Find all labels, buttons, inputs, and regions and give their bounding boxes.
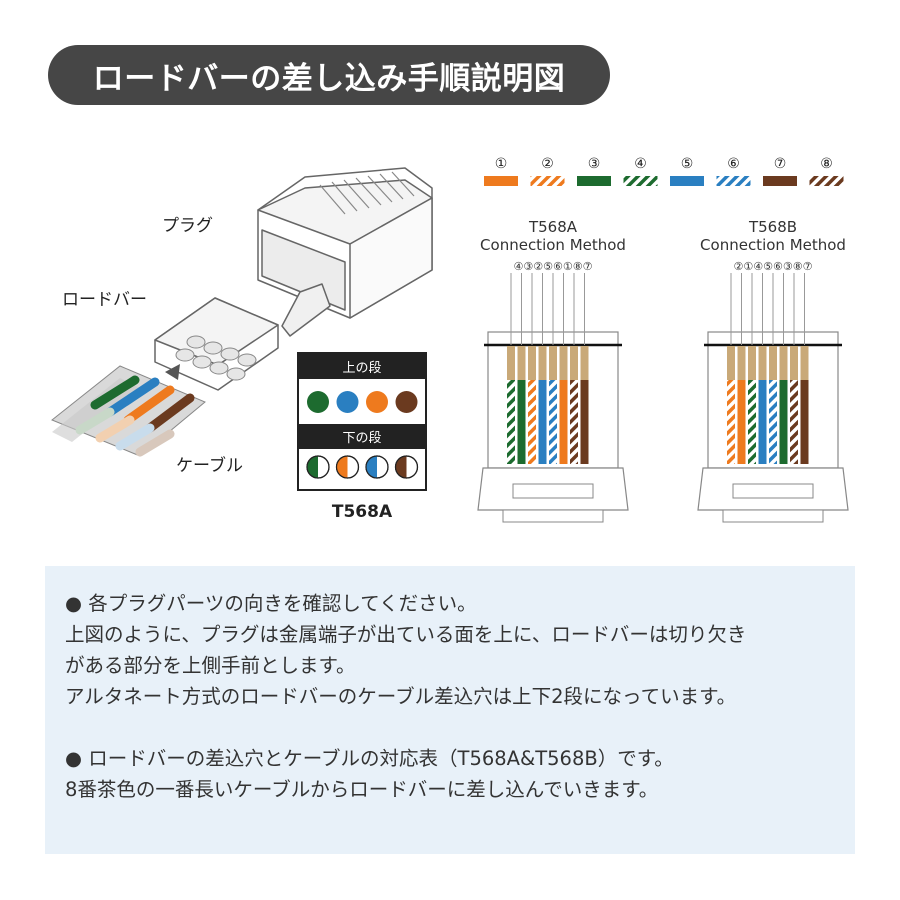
note-line-5: ● ロードバーの差込穴とケーブルの対応表（T568A&T568B）です。 xyxy=(65,747,674,770)
pin-contact xyxy=(800,346,809,380)
legend-swatch xyxy=(530,176,565,186)
legend-swatch xyxy=(623,176,658,186)
pin-contact xyxy=(580,346,589,380)
note-line-3: がある部分を上側手前とします。 xyxy=(65,654,356,677)
wire-strand xyxy=(570,380,578,464)
pin-contact xyxy=(790,346,798,380)
plug-illustration xyxy=(257,167,433,337)
note-line-6: 8番茶色の一番長いケーブルからロードバーに差し込んでいきます。 xyxy=(65,778,659,801)
legend-number: ⑤ xyxy=(681,156,694,172)
wire-strand xyxy=(800,380,809,464)
legend-number: ④ xyxy=(634,156,647,172)
upper-row-label: 上の段 xyxy=(342,361,381,376)
wire-color-legend: ① ② ③ ④ ⑤ ⑥ ⑦ ⑧ xyxy=(484,156,844,186)
wire-strand xyxy=(769,380,777,464)
title-banner: ロードバーの差し込み手順説明図 xyxy=(48,45,610,105)
pin-order-label: ④③②⑤⑥①⑧⑦ xyxy=(514,260,593,273)
page-title: ロードバーの差し込み手順説明図 xyxy=(92,60,566,97)
wire-strand xyxy=(758,380,767,464)
legend-number: ① xyxy=(495,156,508,172)
hole-dot xyxy=(366,391,388,413)
hole-dot xyxy=(395,391,418,413)
wire-strand xyxy=(580,380,589,464)
wire-strand xyxy=(517,380,526,464)
wire-strand xyxy=(538,380,547,464)
pin-order-label: ②①④⑤⑥③⑧⑦ xyxy=(734,260,813,273)
legend-number: ⑦ xyxy=(774,156,787,172)
legend-number: ⑧ xyxy=(820,156,833,172)
wire-strand xyxy=(779,380,788,464)
pin-contact xyxy=(737,346,746,380)
hole-dot xyxy=(336,391,359,413)
pin-contact xyxy=(748,346,756,380)
wire-strand xyxy=(727,380,735,464)
pin-contact xyxy=(507,346,515,380)
connector-subtitle: Connection Method xyxy=(480,236,626,254)
legend-swatch xyxy=(484,176,518,186)
note-line-4: アルタネート方式のロードバーのケーブル差込穴は上下2段になっています。 xyxy=(65,685,737,708)
legend-number: ⑥ xyxy=(727,156,740,172)
assembly-diagram: プラグ ロードバー ケーブル 上の段 下の段 T568A ① ② ③ ④ ⑤ ⑥ ⑦ ⑧ T5… xyxy=(51,156,849,523)
pin-contact xyxy=(570,346,578,380)
pin-contact xyxy=(538,346,547,380)
hole-dot xyxy=(307,391,329,413)
connector-title: T568A xyxy=(528,218,578,236)
legend-swatch xyxy=(577,176,611,186)
load-bar-label: ロードバー xyxy=(62,290,147,310)
plug-label: プラグ xyxy=(162,216,213,236)
connector-title: T568B xyxy=(748,218,797,236)
pin-contact xyxy=(559,346,568,380)
load-bar-illustration xyxy=(154,297,279,391)
pin-contact xyxy=(528,346,536,380)
connector-subtitle: Connection Method xyxy=(700,236,846,254)
pin-contact xyxy=(549,346,557,380)
legend-number: ② xyxy=(541,156,554,172)
cable-illustration xyxy=(51,364,206,457)
wire-strand xyxy=(528,380,536,464)
legend-swatch xyxy=(716,176,751,186)
wire-strand xyxy=(549,380,557,464)
note-line-1: ● 各プラグパーツの向きを確認してください。 xyxy=(65,592,477,615)
wire-strand xyxy=(507,380,515,464)
t568a-table-name: T568A xyxy=(332,502,393,522)
pin-contact xyxy=(517,346,526,380)
pin-contact xyxy=(769,346,777,380)
pin-contact xyxy=(779,346,788,380)
wire-strand xyxy=(737,380,746,464)
cable-label: ケーブル xyxy=(176,455,243,476)
wire-strand xyxy=(748,380,756,464)
wire-strand xyxy=(790,380,798,464)
legend-swatch xyxy=(809,176,844,186)
instructions-box: ● 各プラグパーツの向きを確認してください。 上図のように、プラグは金属端子が出… xyxy=(45,566,855,854)
pin-contact xyxy=(758,346,767,380)
wire-strand xyxy=(559,380,568,464)
t568a-hole-table: 上の段 下の段 T568A xyxy=(297,352,427,522)
lower-row-label: 下の段 xyxy=(342,431,381,446)
legend-number: ③ xyxy=(588,156,601,172)
legend-swatch xyxy=(670,176,704,186)
pin-contact xyxy=(727,346,735,380)
legend-swatch xyxy=(763,176,797,186)
note-line-2: 上図のように、プラグは金属端子が出ている面を上に、ロードバーは切り欠き xyxy=(65,623,747,646)
